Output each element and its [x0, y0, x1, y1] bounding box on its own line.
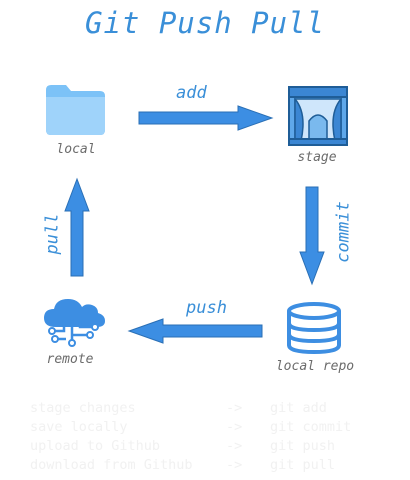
legend-command: git push: [270, 438, 336, 454]
legend-row: upload to Github -> git push: [30, 437, 351, 456]
legend-arrow: ->: [226, 438, 243, 454]
legend-row: download from Github -> git pull: [30, 456, 351, 475]
node-label-stage: stage: [297, 150, 337, 165]
node-label-remote: remote: [46, 352, 94, 367]
edge-label-commit: commit: [333, 201, 354, 263]
command-legend: stage changes -> git add save locally ->…: [30, 399, 351, 475]
legend-command: git commit: [270, 419, 352, 435]
cloud-network-icon: [44, 299, 105, 347]
legend-row: stage changes -> git add: [30, 399, 351, 418]
stage-icon: [288, 86, 348, 146]
node-label-local-repo: local repo: [275, 359, 355, 374]
edge-label-push: push: [186, 298, 227, 318]
legend-arrow: ->: [226, 457, 243, 473]
commit-arrow: [299, 186, 325, 286]
legend-description: save locally: [30, 419, 128, 435]
legend-command: git pull: [270, 457, 336, 473]
edge-label-pull: pull: [42, 213, 63, 255]
folder-icon: [46, 85, 105, 135]
push-arrow: [127, 318, 263, 344]
node-label-local: local: [56, 142, 96, 157]
legend-description: upload to Github: [30, 438, 161, 454]
legend-command: git add: [270, 400, 327, 416]
legend-row: save locally -> git commit: [30, 418, 351, 437]
edge-label-add: add: [176, 83, 207, 103]
legend-description: download from Github: [30, 457, 193, 473]
legend-description: stage changes: [30, 400, 136, 416]
diagram-title: Git Push Pull: [85, 6, 325, 40]
add-arrow: [138, 105, 274, 131]
database-icon: [287, 302, 341, 354]
legend-arrow: ->: [226, 400, 243, 416]
legend-arrow: ->: [226, 419, 243, 435]
pull-arrow: [64, 177, 90, 277]
